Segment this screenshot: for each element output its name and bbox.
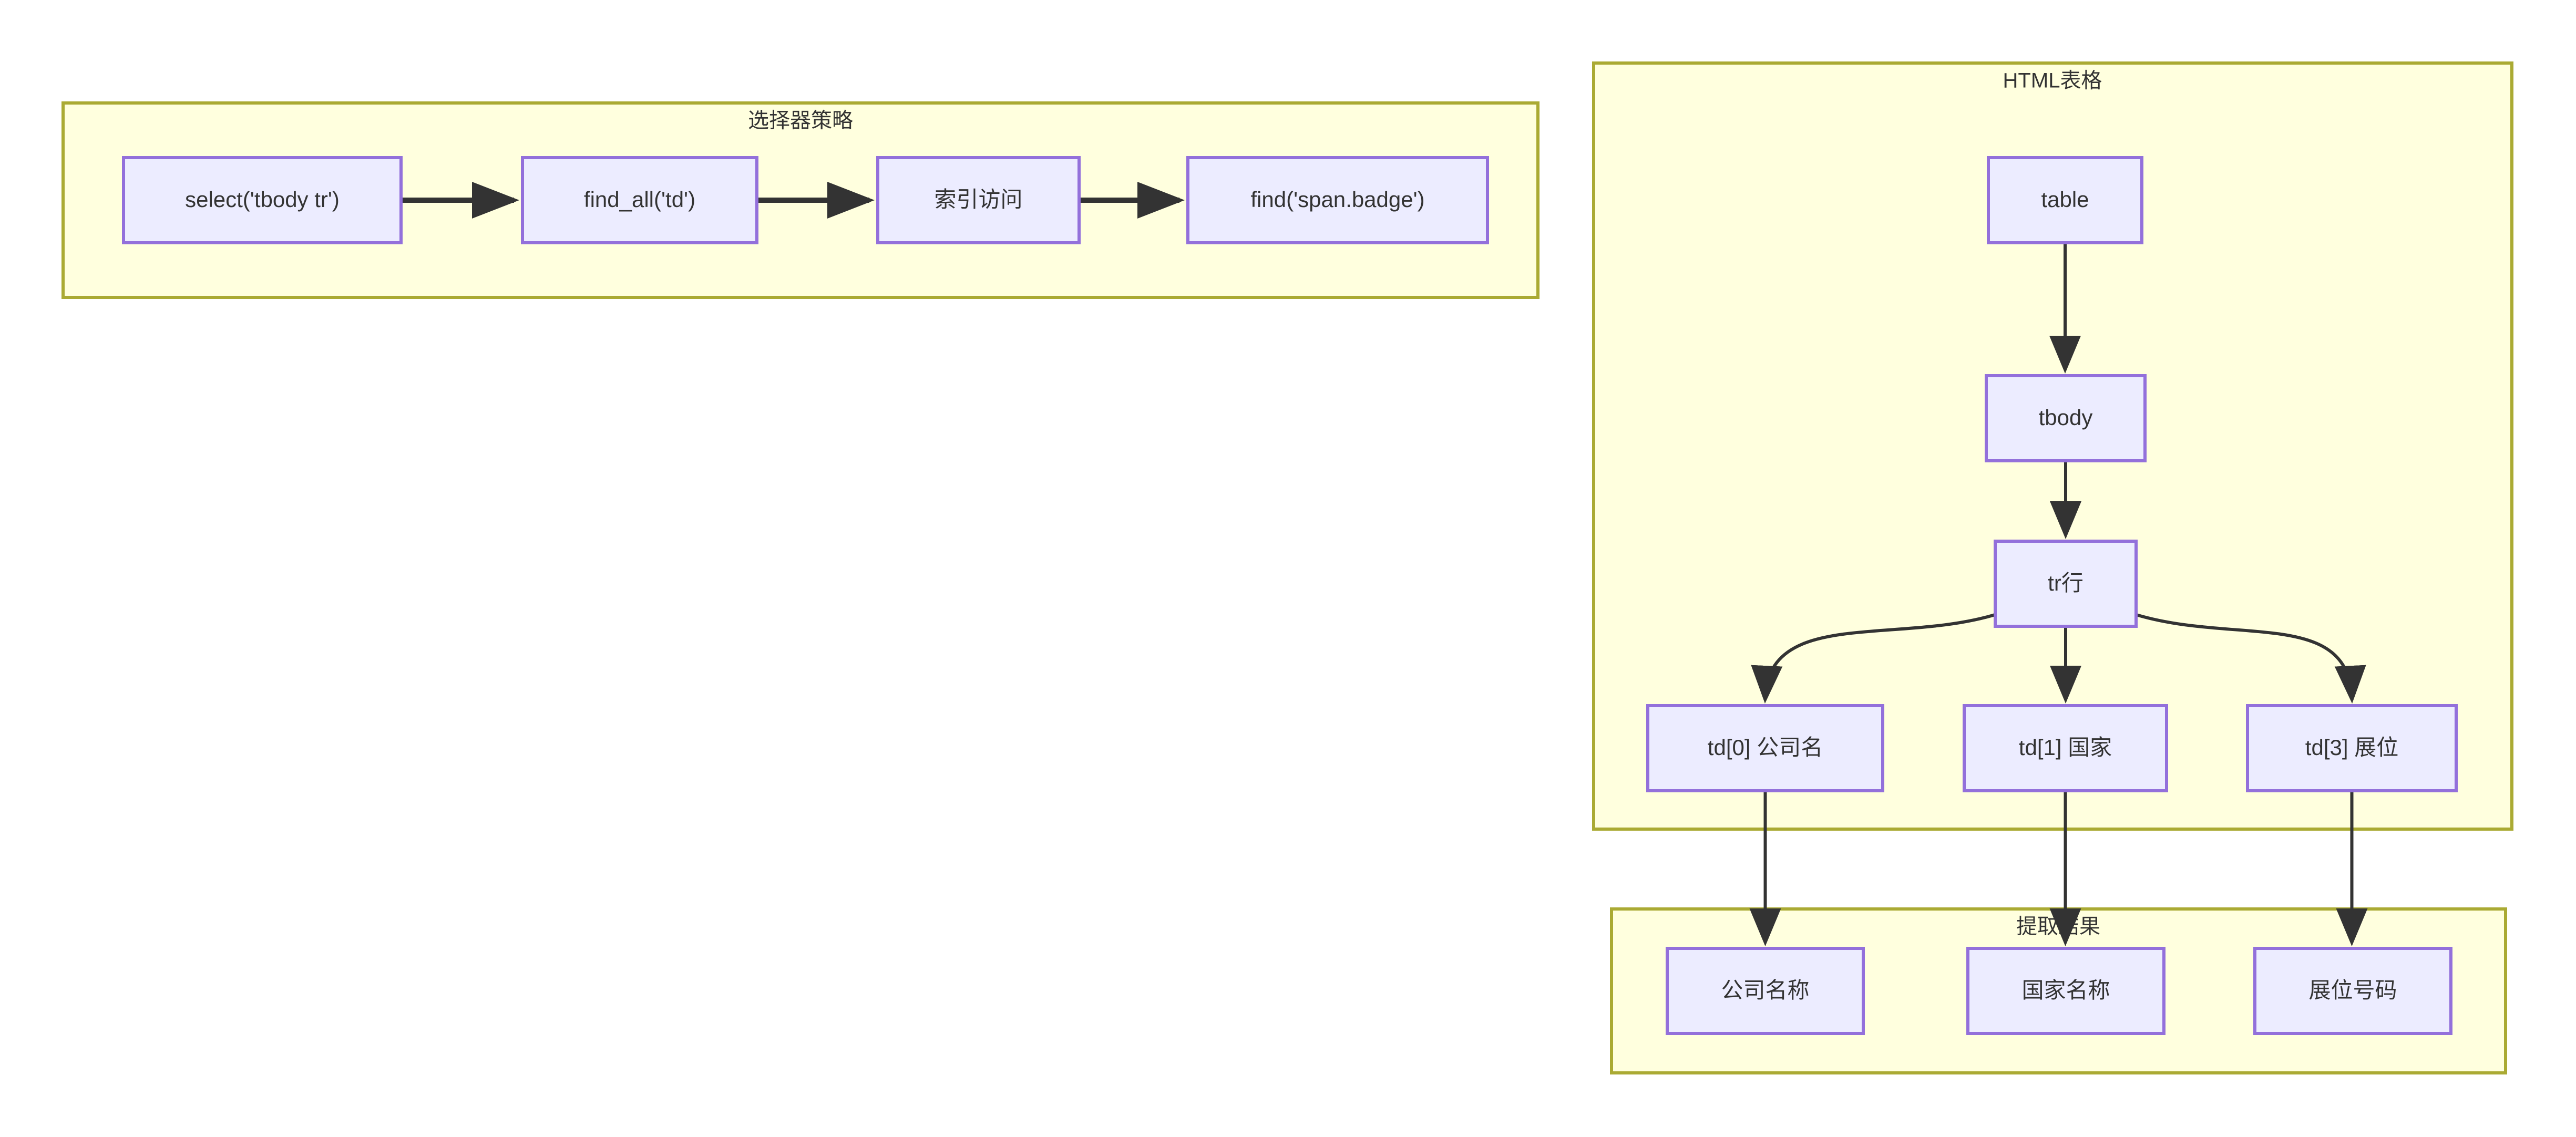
node-n-td0-company[interactable]: td[0] 公司名 bbox=[1646, 704, 1884, 792]
node-box[interactable] bbox=[122, 156, 403, 244]
node-label: table bbox=[2041, 187, 2089, 212]
node-box[interactable] bbox=[1963, 704, 2168, 792]
node-box[interactable] bbox=[521, 156, 758, 244]
node-label: tbody bbox=[2039, 405, 2093, 430]
node-label: find('span.badge') bbox=[1250, 187, 1424, 212]
node-label: 公司名称 bbox=[1721, 978, 1809, 1002]
cluster-title: HTML表格 bbox=[2003, 69, 2102, 92]
node-label: td[0] 公司名 bbox=[1708, 735, 1823, 760]
node-n-booth-number[interactable]: 展位号码 bbox=[2253, 947, 2452, 1035]
node-label: td[3] 展位 bbox=[2305, 735, 2398, 760]
node-label: tr行 bbox=[2048, 571, 2084, 595]
node-n-tr-row[interactable]: tr行 bbox=[1994, 540, 2138, 628]
node-label: 国家名称 bbox=[2021, 978, 2110, 1002]
node-n-index-access[interactable]: 索引访问 bbox=[876, 156, 1081, 244]
edge-e-tr-to-td3 bbox=[2132, 612, 2366, 704]
node-n-td3-booth[interactable]: td[3] 展位 bbox=[2246, 704, 2458, 792]
node-label: 展位号码 bbox=[2308, 978, 2397, 1002]
edge-e-tr-to-td0 bbox=[1751, 612, 1999, 704]
node-n-td1-country[interactable]: td[1] 国家 bbox=[1963, 704, 2168, 792]
node-box[interactable] bbox=[1186, 156, 1489, 244]
node-box[interactable] bbox=[1966, 947, 2166, 1035]
node-n-find-span-badge[interactable]: find('span.badge') bbox=[1186, 156, 1489, 244]
node-box[interactable] bbox=[1646, 704, 1884, 792]
node-n-find-all-td[interactable]: find_all('td') bbox=[521, 156, 758, 244]
node-box[interactable] bbox=[1987, 156, 2143, 244]
edges-layer bbox=[401, 182, 2368, 946]
node-n-tbody[interactable]: tbody bbox=[1985, 374, 2147, 462]
node-box[interactable] bbox=[1994, 540, 2138, 628]
node-box[interactable] bbox=[2253, 947, 2452, 1035]
node-box[interactable] bbox=[876, 156, 1081, 244]
cluster-title: 选择器策略 bbox=[748, 109, 853, 132]
nodes-layer: select('tbody tr') find_all('td') 索引访问 find… bbox=[122, 156, 2458, 1035]
node-label: td[1] 国家 bbox=[2019, 735, 2112, 760]
node-label: select('tbody tr') bbox=[185, 187, 340, 212]
node-label: find_all('td') bbox=[584, 187, 695, 212]
node-n-select-tbody-tr[interactable]: select('tbody tr') bbox=[122, 156, 403, 244]
node-box[interactable] bbox=[1985, 374, 2147, 462]
cluster-title: 提取结果 bbox=[2016, 915, 2100, 938]
node-box[interactable] bbox=[2246, 704, 2458, 792]
node-n-company-name[interactable]: 公司名称 bbox=[1666, 947, 1865, 1035]
node-label: 索引访问 bbox=[934, 187, 1022, 212]
node-n-table[interactable]: table bbox=[1987, 156, 2143, 244]
node-n-country-name[interactable]: 国家名称 bbox=[1966, 947, 2166, 1035]
node-box[interactable] bbox=[1666, 947, 1865, 1035]
